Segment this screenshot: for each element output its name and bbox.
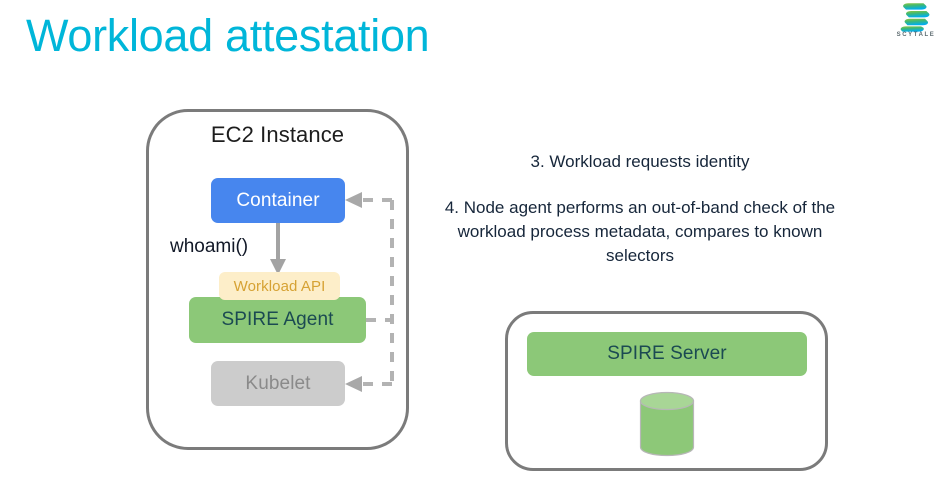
node-spire-server[interactable]: SPIRE Server (527, 332, 807, 376)
node-container[interactable]: Container (211, 178, 345, 223)
scytale-stacked-s-logo-icon (900, 3, 930, 32)
scytale-logo: SCYTALE (893, 2, 939, 46)
brand-wordmark: SCYTALE (896, 32, 936, 38)
whoami-call-label: whoami() (170, 236, 249, 257)
node-spire-agent[interactable]: SPIRE Agent (189, 297, 366, 343)
step-4-text: 4. Node agent performs an out-of-band ch… (444, 198, 836, 265)
ec2-instance-label: EC2 Instance (210, 122, 345, 147)
step-description-block: 3. Workload requests identity 4. Node ag… (440, 150, 840, 268)
database-cylinder-icon (639, 391, 695, 457)
node-workload-api[interactable]: Workload API (219, 272, 340, 300)
page-title: Workload attestation (26, 10, 430, 61)
step-3-text: 3. Workload requests identity (530, 152, 750, 171)
node-kubelet[interactable]: Kubelet (211, 361, 345, 406)
